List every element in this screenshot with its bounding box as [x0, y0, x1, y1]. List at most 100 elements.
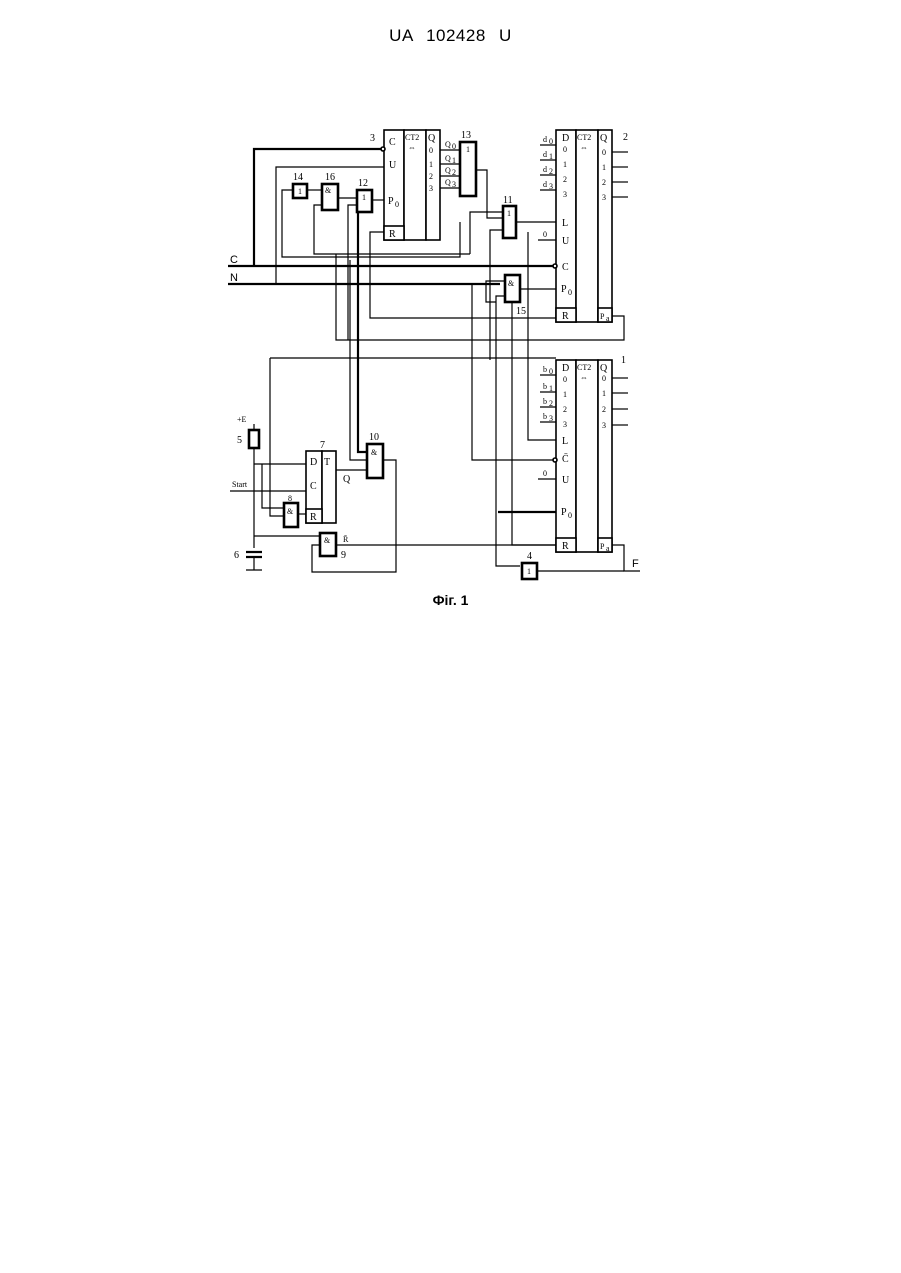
counter-2-in-d3: d — [543, 180, 547, 189]
counter-2-right-body — [598, 130, 612, 322]
gate-10-id: 10 — [369, 432, 379, 443]
counter-2-c-inversion — [553, 264, 557, 268]
gate-15-symbol: & — [508, 279, 515, 288]
gate-4-symbol: 1 — [527, 567, 531, 576]
signal-c-label: C — [230, 254, 238, 266]
wire-left-down — [270, 358, 284, 516]
counter-2-u-const: 0 — [543, 230, 547, 239]
resistor-5-body — [249, 430, 259, 448]
gate-14-id: 14 — [293, 172, 303, 183]
trigger-7-d: D — [310, 457, 317, 468]
gate-15: 15 & — [505, 275, 526, 317]
counter-1-pa-sub: a — [606, 544, 610, 553]
counter-3-q0: 0 — [429, 146, 433, 155]
gate-11-symbol: 1 — [507, 209, 511, 218]
counter-1-d1: 1 — [563, 390, 567, 399]
counter-3-tap-q2: Q — [445, 166, 451, 175]
counter-2-ctrl-r: R — [562, 311, 569, 322]
wire-g12-in2 — [348, 205, 357, 340]
counter-1-in-b1: b — [543, 382, 547, 391]
gate-9-symbol: & — [324, 536, 331, 545]
counter-1-in-b0-sub: 0 — [549, 367, 553, 376]
counter-2-in-d2-sub: 2 — [549, 167, 553, 176]
gate-11: 11 1 — [503, 195, 516, 238]
trigger-7-q: Q — [343, 474, 351, 485]
counter-1-mid-body — [576, 360, 598, 552]
counter-2-p-sub: 0 — [568, 288, 572, 297]
counter-2-ctrl-p: P — [561, 284, 567, 295]
counter-3-input-p: P — [388, 196, 394, 207]
counter-3-tap-q2-sub: 2 — [452, 168, 456, 177]
start-label: Start — [232, 480, 248, 489]
counter-3-tap-q1-sub: 1 — [452, 156, 456, 165]
wire-c1-l — [528, 232, 556, 440]
wire-g8-in — [262, 464, 284, 508]
counter-2-q1: 1 — [602, 163, 606, 172]
counter-3-p-sub: 0 — [395, 200, 399, 209]
gate-11-id: 11 — [503, 195, 513, 206]
gate-13: 13 1 — [460, 130, 476, 196]
counter-3-q2: 2 — [429, 172, 433, 181]
counter-1-ctrl-l: L — [562, 436, 568, 447]
counter-1-ctrl-r: R — [562, 541, 569, 552]
counter-1-in-b3-sub: 3 — [549, 414, 553, 423]
trigger-7-r: R — [310, 512, 317, 523]
counter-1-d-header: D — [562, 363, 569, 374]
gate-13-symbol: 1 — [466, 145, 470, 154]
resistor-5-id: 5 — [237, 435, 242, 446]
counter-2-d1: 1 — [563, 160, 567, 169]
trigger-7-id: 7 — [320, 440, 325, 451]
counter-1-pa: P — [600, 542, 605, 551]
counter-3-input-r: R — [389, 229, 396, 240]
trigger-7-c: C — [310, 481, 317, 492]
counter-1-q-header: Q — [600, 363, 608, 374]
counter-2-pa-sub: a — [606, 314, 610, 323]
trigger-7: 7 D T C R Q — [306, 440, 351, 523]
counter-1-d3: 3 — [563, 420, 567, 429]
capacitor-6-plates — [246, 552, 262, 557]
gate-16: 16 & — [322, 172, 338, 210]
signal-n-label: N — [230, 272, 238, 284]
gate-8: 8 & — [284, 494, 298, 527]
counter-2-q0: 0 — [602, 148, 606, 157]
counter-2-id: 2 — [623, 132, 628, 143]
counter-3-c-inversion — [381, 147, 385, 151]
counter-3-arrow: ⇔ — [408, 143, 416, 152]
counter-3-input-u: U — [389, 160, 397, 171]
capacitor-6-ground — [246, 557, 262, 570]
counter-1-ctrl-p: P — [561, 507, 567, 518]
gate-16-symbol: & — [325, 186, 332, 195]
gate-15-id: 15 — [516, 306, 526, 317]
counter-3-tap-q0: Q — [445, 140, 451, 149]
gate-8-id: 8 — [288, 494, 292, 503]
counter-2-d3: 3 — [563, 190, 567, 199]
counter-2-in-d0-sub: 0 — [549, 137, 553, 146]
counter-2-q3: 3 — [602, 193, 606, 202]
counter-2-in-d0: d — [543, 135, 547, 144]
figure-caption: Фіг. 1 — [0, 592, 901, 608]
counter-2-header: CT2 — [577, 133, 591, 142]
counter-1-q2: 2 — [602, 405, 606, 414]
trigger-7-t: T — [324, 457, 330, 468]
counter-3-id: 3 — [370, 133, 375, 144]
capacitor-6: 6 — [234, 550, 262, 570]
counter-2-d-header: D — [562, 133, 569, 144]
counter-2-ctrl-u: U — [562, 236, 570, 247]
counter-3-q-header: Q — [428, 133, 436, 144]
gate-4: 4 1 — [522, 551, 537, 579]
counter-2-ctrl-l: L — [562, 218, 568, 229]
counter-2-q2: 2 — [602, 178, 606, 187]
counter-2-in-d1: d — [543, 150, 547, 159]
counter-3-tap-q0-sub: 0 — [452, 142, 456, 151]
gate-16-id: 16 — [325, 172, 335, 183]
resistor-5: 5 +E — [237, 415, 259, 448]
counter-3: 3 CT2 ⇔ C U P 0 R Q 0 1 2 3 Q 0 Q 1 Q 2 … — [370, 130, 456, 240]
supply-label: +E — [237, 415, 247, 424]
counter-2-q-header: Q — [600, 133, 608, 144]
counter-3-tap-q3: Q — [445, 178, 451, 187]
counter-2: 2 CT2 ⇔ D 0 1 2 3 d 0 d 1 d 2 d 3 L U C … — [543, 130, 628, 323]
counter-1: 1 CT2 ⇔ D 0 1 2 3 b 0 b 1 b 2 b 3 L C̄ U… — [543, 355, 626, 553]
counter-1-in-b0: b — [543, 365, 547, 374]
gate-14: 14 1 — [293, 172, 307, 198]
